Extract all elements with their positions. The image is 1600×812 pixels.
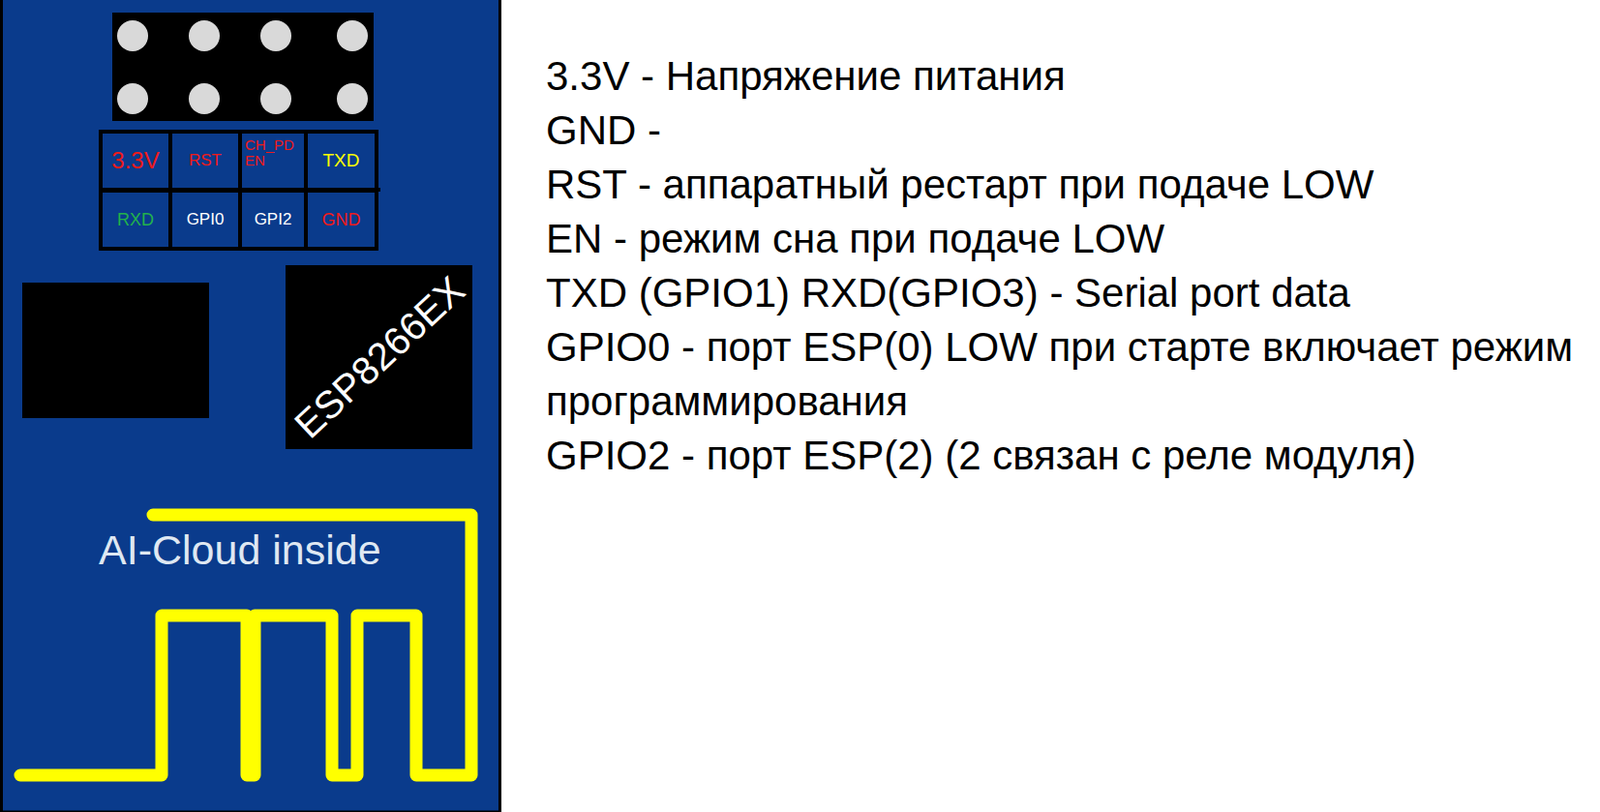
pin-name: CH_PD EN — [244, 137, 302, 169]
pin-description: 3.3V - Напряжение питания — [545, 49, 1594, 104]
pin-description: GND - — [545, 103, 1594, 158]
pin-name: RXD — [117, 211, 154, 230]
pin-name: GND — [322, 211, 362, 230]
pin-cell: RXD — [102, 192, 169, 247]
pin-cell: TXD — [307, 133, 375, 188]
flash-chip — [22, 282, 210, 419]
grid-tick — [374, 187, 381, 192]
header-pin — [336, 20, 368, 52]
pin-header — [112, 12, 374, 121]
chip-marking: ESP8266EX — [285, 268, 473, 447]
pin-cell: CH_PD EN — [241, 133, 304, 188]
header-pin — [188, 20, 220, 52]
module-board: AI-Cloud inside 3.3V RST CH_PD EN TXD RXD GPI0… — [0, 0, 501, 812]
header-pin — [260, 20, 292, 52]
pin-name: 3.3V — [111, 148, 159, 173]
pin-cell: RST — [172, 133, 239, 188]
pcb-antenna — [20, 514, 472, 776]
pin-description: RST - аппаратный рестарт при подаче LOW — [545, 157, 1594, 212]
pin-cell: GPI2 — [241, 192, 304, 247]
soc-chip: ESP8266EX — [285, 265, 473, 450]
pin-name: TXD — [323, 150, 361, 171]
pin-name: GPI0 — [186, 211, 225, 229]
board-inscription: AI-Cloud inside — [98, 525, 382, 574]
pin-cell: GPI0 — [172, 192, 239, 247]
header-pin — [336, 83, 368, 115]
header-pin — [117, 20, 149, 52]
pin-cell: GND — [307, 192, 375, 247]
pin-description: GPIO0 - порт ESP(0) LOW при старте включ… — [545, 320, 1594, 429]
header-pin — [188, 83, 220, 115]
pin-grid — [98, 129, 379, 251]
pin-name: RST — [188, 151, 222, 170]
pin-description: EN - режим сна при подаче LOW — [545, 211, 1594, 267]
header-pin — [117, 83, 149, 115]
module-board — [1, 0, 501, 812]
header-pin — [260, 83, 292, 115]
pin-description: TXD (GPIO1) RXD(GPIO3) - Serial port dat… — [545, 266, 1594, 321]
pin-cell: 3.3V — [102, 133, 169, 188]
pin-description: GPIO2 - порт ESP(2) (2 связан с реле мод… — [545, 428, 1594, 484]
pin-name: GPI2 — [254, 211, 293, 229]
